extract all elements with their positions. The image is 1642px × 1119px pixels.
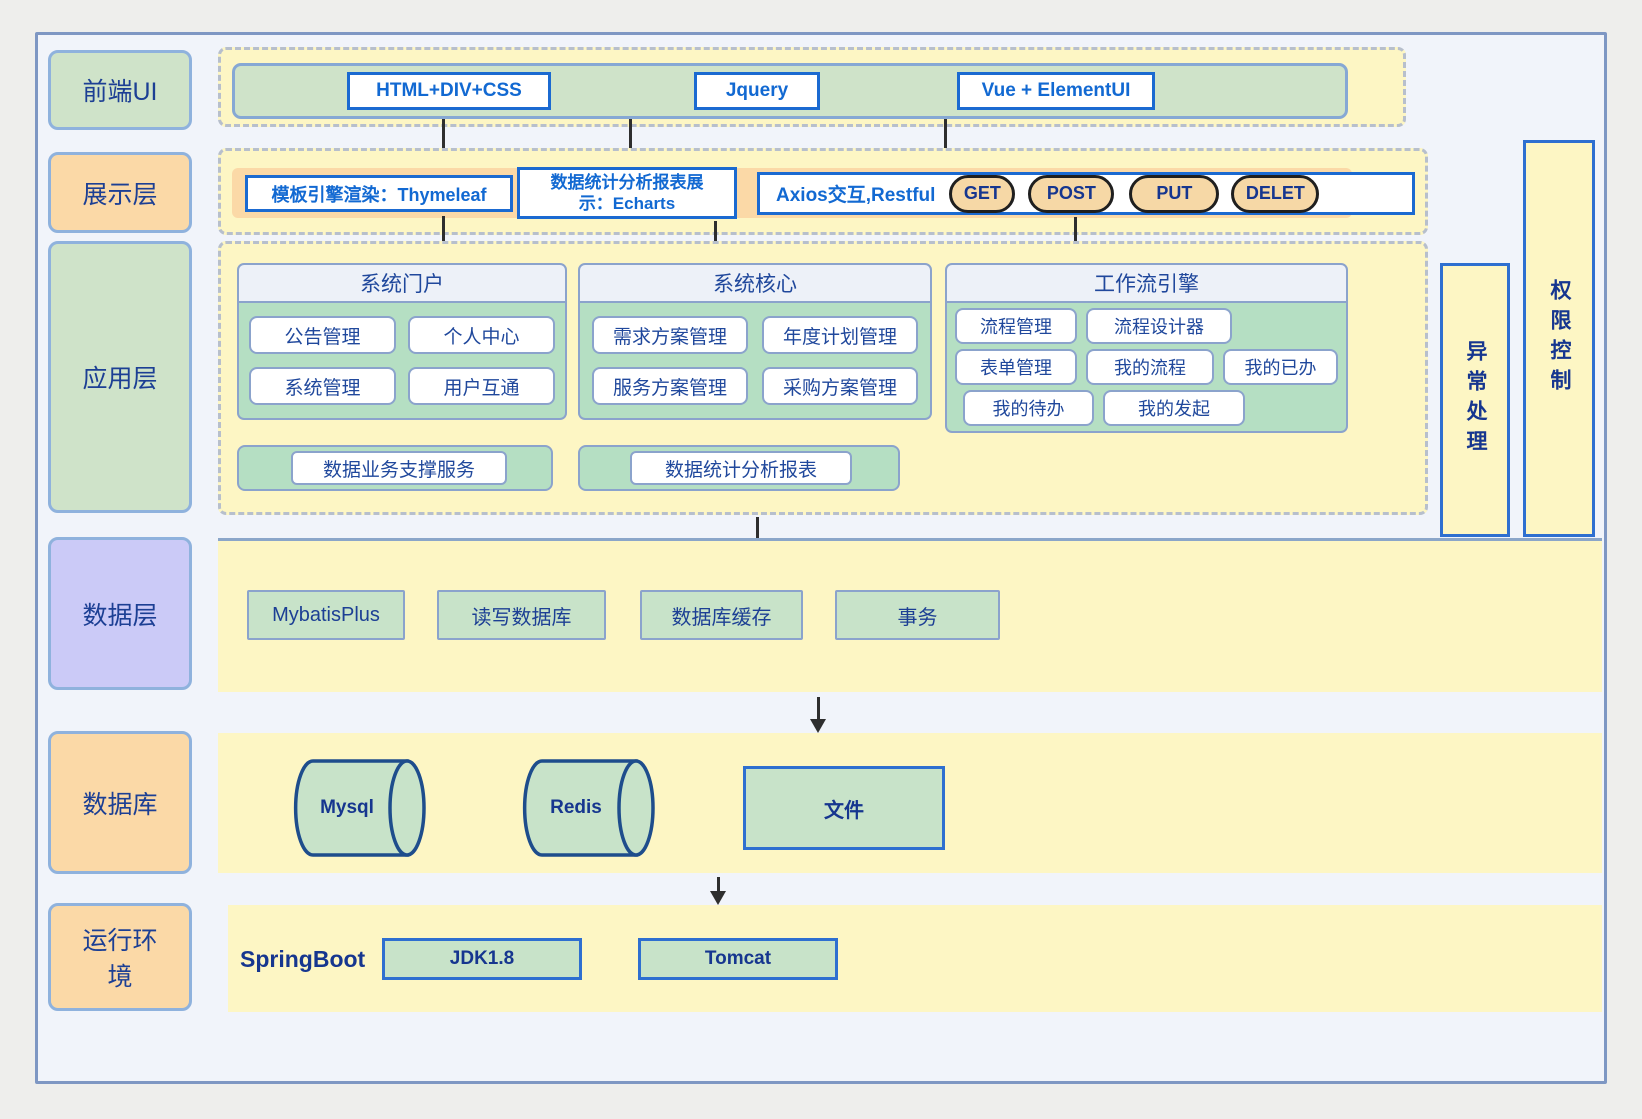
arrow-data-to-database: [810, 697, 826, 733]
box-jquery: Jquery: [694, 72, 820, 110]
springboot-text: SpringBoot: [240, 945, 366, 972]
app-item: 个人中心: [408, 316, 555, 354]
runtime-box-tomcat: Tomcat: [638, 938, 838, 980]
bar-data-report: 数据统计分析报表: [578, 445, 900, 491]
sidebar-exception-handling: 异常处理: [1440, 263, 1510, 537]
db-label-redis: Redis: [550, 797, 602, 818]
card-system-portal: 系统门户 公告管理 个人中心 系统管理 用户互通: [237, 263, 567, 420]
runtime-box-jdk: JDK1.8: [382, 938, 582, 980]
data-item-mybatisplus: MybatisPlus: [247, 590, 405, 640]
sidebar-permission-control: 权限控制: [1523, 140, 1595, 537]
app-item: 年度计划管理: [762, 316, 918, 354]
data-item-readwrite-db: 读写数据库: [437, 590, 606, 640]
file-storage-box: 文件: [743, 766, 945, 850]
app-item: 表单管理: [955, 349, 1077, 385]
card-title: 工作流引擎: [945, 263, 1348, 303]
app-item: 数据业务支撑服务: [291, 451, 507, 485]
card-title: 系统门户: [237, 263, 567, 303]
redis-cylinder-icon: Redis: [518, 758, 664, 858]
layer-label-frontend: 前端UI: [48, 50, 192, 130]
app-item: 用户互通: [408, 367, 555, 405]
box-echarts: 数据统计分析报表展 示：Echarts: [517, 167, 737, 219]
card-system-core: 系统核心 需求方案管理 年度计划管理 服务方案管理 采购方案管理: [578, 263, 932, 420]
pill-put: PUT: [1129, 174, 1220, 213]
data-item-db-cache: 数据库缓存: [640, 590, 803, 640]
app-item: 采购方案管理: [762, 367, 918, 405]
mysql-cylinder-icon: Mysql: [289, 758, 435, 858]
pill-post: POST: [1028, 174, 1115, 213]
app-item: 流程设计器: [1086, 308, 1232, 344]
box-axios-restful: Axios交互,Restful GET POST PUT DELET: [757, 172, 1415, 215]
app-item: 服务方案管理: [592, 367, 748, 405]
layer-label-presentation: 展示层: [48, 152, 192, 233]
layer-label-application: 应用层: [48, 241, 192, 513]
app-item: 需求方案管理: [592, 316, 748, 354]
box-thymeleaf: 模板引擎渲染：Thymeleaf: [245, 175, 513, 212]
db-label-mysql: Mysql: [320, 797, 374, 818]
pill-delet: DELET: [1231, 174, 1320, 213]
app-item: 我的流程: [1086, 349, 1214, 385]
data-item-transaction: 事务: [835, 590, 1000, 640]
box-vue-elementui: Vue + ElementUI: [957, 72, 1155, 110]
layer-label-database: 数据库: [48, 731, 192, 874]
pill-get: GET: [949, 174, 1016, 213]
app-item: 我的发起: [1103, 390, 1245, 426]
app-item: 我的待办: [963, 390, 1094, 426]
bar-data-support: 数据业务支撑服务: [237, 445, 553, 491]
app-item: 公告管理: [249, 316, 396, 354]
box-html-div-css: HTML+DIV+CSS: [347, 72, 551, 110]
app-item: 我的已办: [1223, 349, 1338, 385]
app-item: 数据统计分析报表: [630, 451, 852, 485]
app-item: 系统管理: [249, 367, 396, 405]
arrow-database-to-runtime: [710, 877, 726, 905]
layer-label-runtime: 运行环境: [48, 903, 192, 1011]
card-title: 系统核心: [578, 263, 932, 303]
card-workflow-engine: 工作流引擎 流程管理 流程设计器 表单管理 我的流程 我的已办 我的待办 我的发…: [945, 263, 1348, 433]
layer-label-data: 数据层: [48, 537, 192, 690]
app-item: 流程管理: [955, 308, 1077, 344]
